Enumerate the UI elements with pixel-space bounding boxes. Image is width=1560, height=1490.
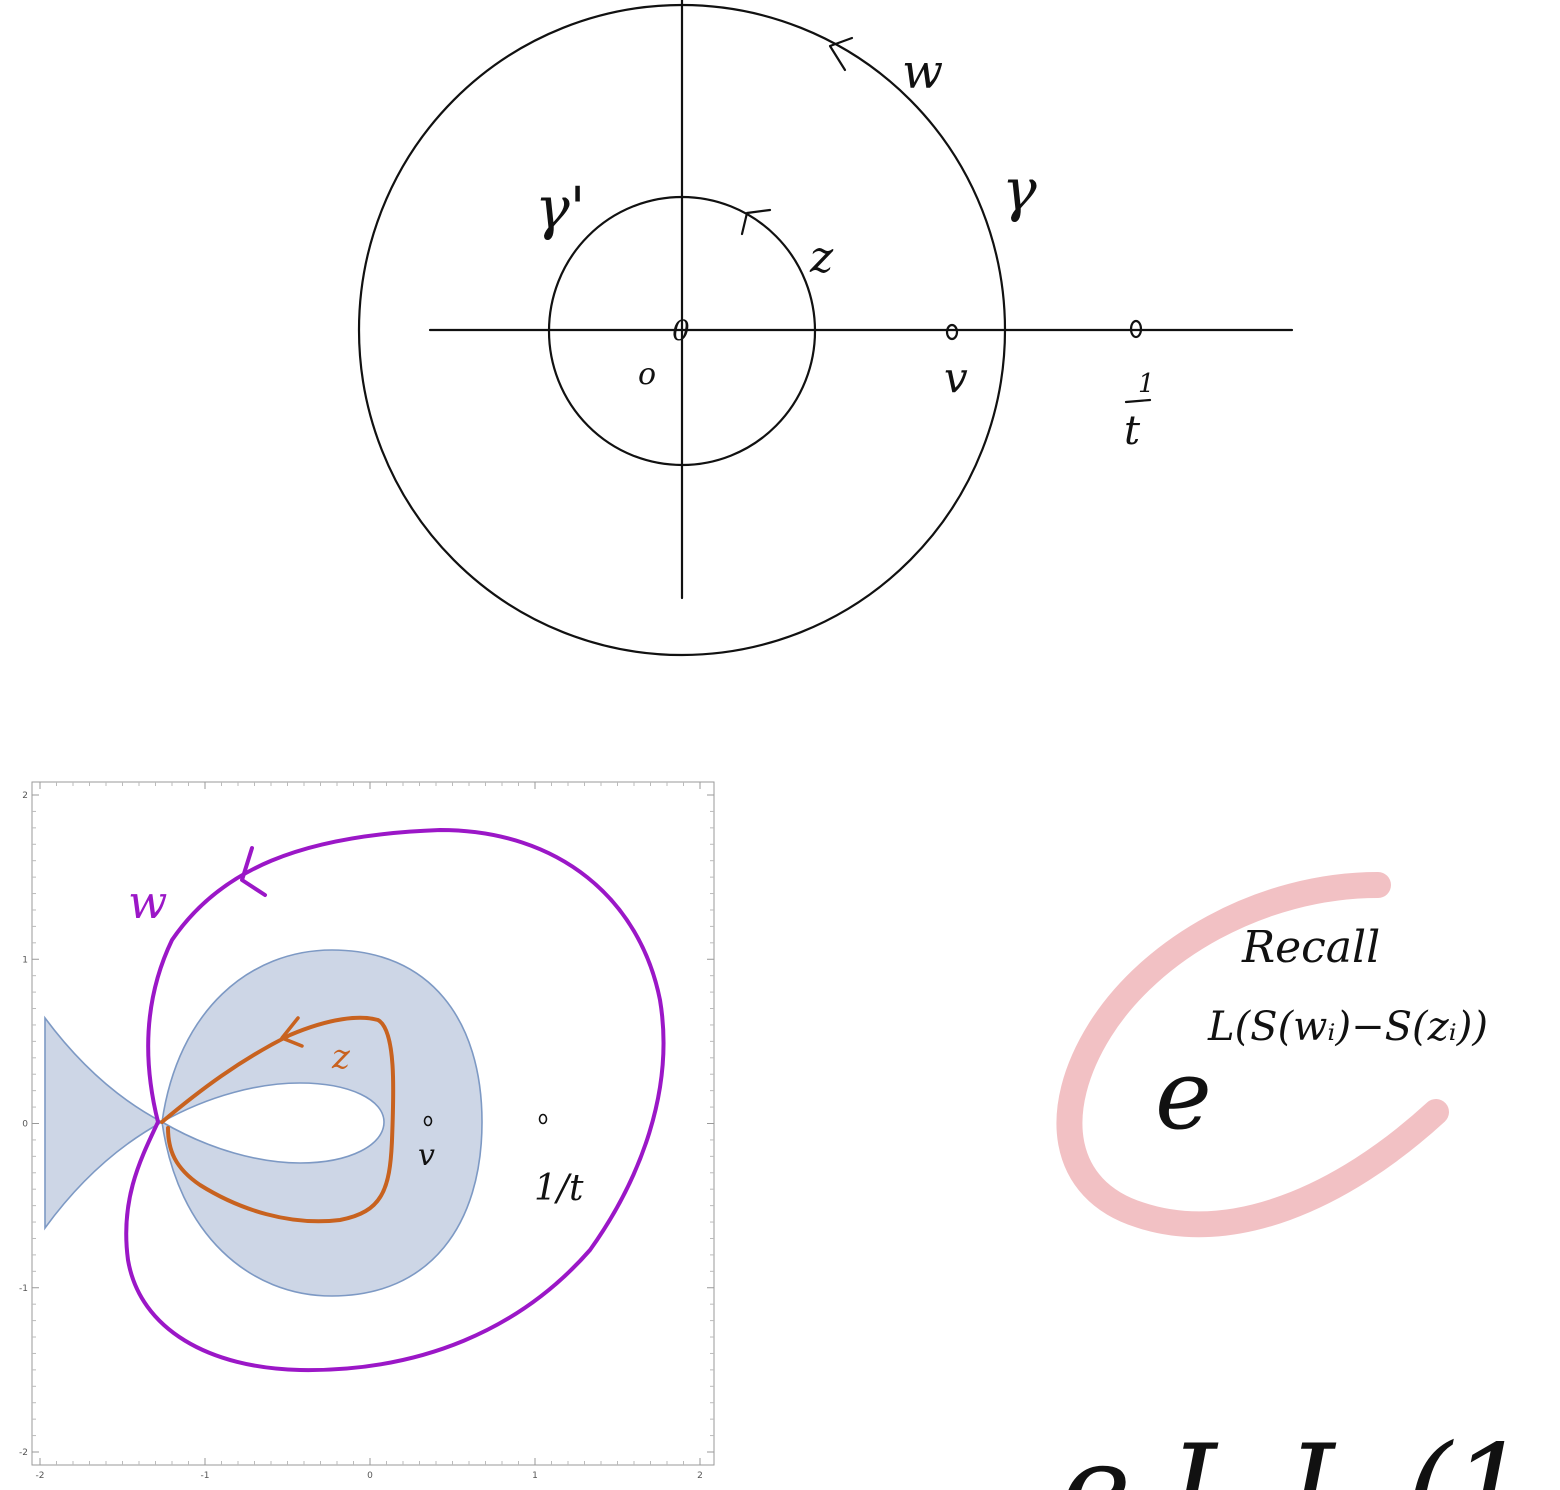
x-tick-label: -2 xyxy=(36,1471,45,1481)
bottom-formula: e L L (1 − l ²) xyxy=(1060,1420,1560,1490)
z-arrow-icon xyxy=(280,1016,304,1048)
label-gamma: γ xyxy=(1002,156,1037,224)
label-v: v xyxy=(944,353,968,402)
plot-ticks: -2 -1 0 1 2 2 1 0 -1 -2 xyxy=(19,782,714,1481)
inner-contour-gamma-prime xyxy=(547,195,817,467)
label-z: z xyxy=(809,232,834,283)
y-tick-label: 1 xyxy=(22,955,28,965)
top-diagram: w γ γ' z 0 o v 1 t xyxy=(357,0,1294,657)
exp-exponent: L(S(wᵢ)−S(zᵢ)) xyxy=(1207,1004,1488,1050)
recall-note: Recall e L(S(wᵢ)−S(zᵢ)) xyxy=(1056,872,1488,1238)
x-tick-label: 1 xyxy=(532,1471,538,1481)
x-tick-label: -1 xyxy=(201,1471,210,1481)
outer-contour-gamma xyxy=(357,3,1007,657)
recall-word: Recall xyxy=(1241,922,1380,973)
plot-frame xyxy=(31,781,715,1466)
y-tick-label: -1 xyxy=(19,1284,28,1294)
x-tick-label: 0 xyxy=(367,1471,373,1481)
v-label: v xyxy=(418,1138,435,1173)
shaded-region xyxy=(160,949,483,1297)
highlight-arc xyxy=(1056,872,1449,1238)
bottom-fragment: e L L (1 − l ²) xyxy=(1060,1420,1560,1490)
w-arrow-icon xyxy=(240,846,267,897)
z-label: z xyxy=(331,1037,351,1077)
v-point-marker xyxy=(945,323,959,341)
label-inv-t-num: 1 xyxy=(1138,369,1155,399)
exp-base: e xyxy=(1155,1039,1212,1151)
w-label: w xyxy=(128,875,167,929)
inv-t-point-marker xyxy=(1129,319,1143,339)
x-tick-label: 2 xyxy=(697,1471,703,1481)
inner-arrow-icon xyxy=(740,208,772,236)
origin-mark: 0 xyxy=(672,314,690,347)
fraction-bar xyxy=(1124,398,1152,404)
inv-t-label: 1/t xyxy=(534,1168,584,1209)
plot: -2 -1 0 1 2 2 1 0 -1 -2 w z v 1/t xyxy=(19,781,715,1481)
label-w: w xyxy=(902,44,943,100)
outer-arrow-icon xyxy=(828,36,854,72)
y-tick-label: 2 xyxy=(22,791,28,801)
y-tick-label: 0 xyxy=(22,1120,28,1130)
v-point-marker xyxy=(423,1115,433,1127)
inv-t-point-marker xyxy=(538,1113,548,1125)
w-contour xyxy=(124,827,666,1373)
y-tick-label: -2 xyxy=(19,1448,28,1458)
label-gamma-prime: γ' xyxy=(535,174,586,242)
label-inv-t-den: t xyxy=(1124,408,1141,454)
small-circle-mark: o xyxy=(638,357,656,392)
